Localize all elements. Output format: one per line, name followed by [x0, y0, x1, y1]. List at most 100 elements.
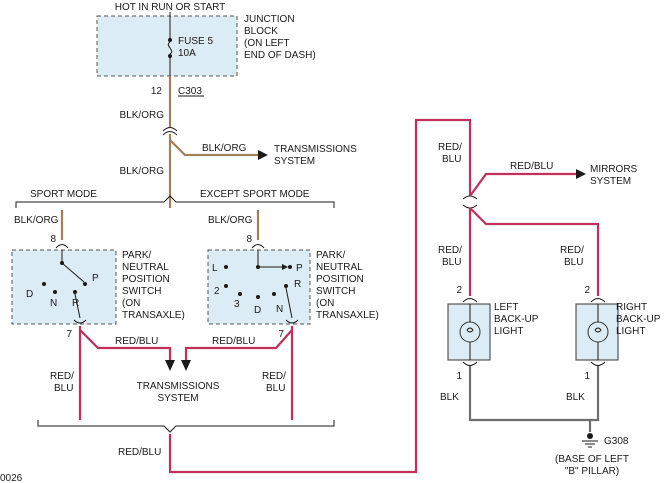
pin-8-left-mark — [55, 244, 69, 249]
pin-1-right-mark — [590, 361, 606, 366]
pin-7-right-mark — [285, 319, 299, 324]
bottom-brace — [37, 420, 335, 433]
hot-in-run-label: HOT IN RUN OR START — [115, 2, 226, 13]
left-backup-label-3: LIGHT — [494, 326, 523, 337]
pin-2-left-mark — [462, 298, 478, 303]
switch-right-contact-d — [256, 295, 260, 299]
red-blu-wire-right-lamp — [469, 207, 600, 296]
blk-org-branch-wire — [169, 139, 258, 157]
right-backup-label-1: RIGHT — [616, 302, 647, 313]
arrow-right-icon-mirrors — [576, 169, 586, 179]
left-backup-label-1: LEFT — [494, 302, 518, 313]
switch-right-arrow-icon — [282, 264, 288, 270]
switch-right-pos-p: P — [296, 263, 303, 274]
pns-left-label-5: (ON — [122, 298, 140, 309]
red-blu-sw-left-label: RED/BLU — [115, 336, 158, 347]
pin-1-left-mark — [462, 361, 478, 366]
switch-right-pos-n: N — [276, 304, 283, 315]
pin-8-right-label: 8 — [246, 234, 252, 245]
connector-c303-label: C303 — [178, 86, 202, 97]
pns-left-label-3: POSITION — [122, 274, 170, 285]
pns-left-label-1: PARK/ — [122, 250, 151, 261]
junction-block — [96, 15, 238, 77]
pin-2-right-label: 2 — [584, 285, 590, 296]
pns-left-label-6: TRANSAXLE) — [122, 310, 185, 321]
junction-block-label-4: END OF DASH) — [244, 50, 316, 61]
pin-8-left-label: 8 — [50, 234, 56, 245]
arrow-right-icon — [258, 150, 268, 160]
pin-7-left-label: 7 — [66, 329, 72, 340]
switch-right-contact-n — [272, 292, 276, 296]
blk-org-branch-label: BLK/ORG — [202, 143, 247, 154]
ground-location-label-2: "B" PILLAR) — [565, 466, 619, 477]
trans-system-top-label-1: TRANSMISSIONS — [274, 144, 357, 155]
pns-right-label-6: TRANSAXLE) — [316, 310, 379, 321]
trans-system-bottom-label-2: SYSTEM — [157, 393, 198, 404]
pin-12-label: 12 — [151, 86, 163, 97]
pns-right-label-2: NEUTRAL — [316, 262, 363, 273]
blk-org-label-1: BLK/ORG — [120, 110, 165, 121]
sport-mode-label: SPORT MODE — [30, 189, 97, 200]
switch-left-pos-r: R — [72, 298, 79, 309]
blk-right-label: BLK — [566, 392, 585, 403]
splice-mark-bottom — [462, 204, 478, 209]
fuse-icon — [167, 41, 173, 55]
red-blu-down-right-label-2: BLU — [266, 383, 285, 394]
red-blu-sw-right-label: RED/BLU — [212, 336, 255, 347]
mirrors-system-label-1: MIRRORS — [590, 164, 638, 175]
fuse-name: FUSE 5 — [178, 36, 213, 47]
switch-right-contact-l — [224, 265, 228, 269]
switch-left-blade — [61, 262, 85, 283]
switch-right-contact-r — [284, 284, 288, 288]
switch-left-contact-p — [83, 282, 87, 286]
blk-wire-right — [590, 366, 600, 422]
ground-terminal — [587, 433, 593, 439]
connector-mark-upper-2 — [162, 131, 178, 136]
junction-block-label-3: (ON LEFT — [244, 38, 290, 49]
ground-location-label-1: (BASE OF LEFT — [555, 454, 629, 465]
switch-right-pos-3: 3 — [234, 299, 240, 310]
junction-block-label-1: JUNCTION — [244, 14, 295, 25]
red-blu-riser-label-1: RED/ — [438, 142, 462, 153]
pns-switch-right — [207, 249, 311, 325]
switch-right-r-lead — [285, 287, 293, 319]
switch-right-contact-p — [288, 265, 292, 269]
pns-right-label-3: POSITION — [316, 274, 364, 285]
red-blu-down-right-label-1: RED/ — [262, 371, 286, 382]
switch-left-pos-d: D — [26, 289, 33, 300]
figure-code: 0026 — [0, 473, 23, 483]
arrow-down-icon-right — [181, 360, 191, 371]
arrow-down-icon-left — [165, 360, 175, 371]
switch-left-pos-n: N — [50, 298, 57, 309]
switch-right-pos-2: 2 — [214, 286, 220, 297]
red-blu-down-left-label-2: BLU — [54, 383, 73, 394]
pin-1-right-label: 1 — [584, 371, 590, 382]
pns-switch-left — [11, 249, 117, 325]
pin-1-left-label: 1 — [456, 371, 462, 382]
red-blu-left-lamp-label-1: RED/ — [438, 245, 462, 256]
connector-mark-upper — [162, 127, 178, 132]
switch-left-r-lead — [74, 293, 81, 319]
switch-right-pos-d: D — [254, 305, 261, 316]
red-blu-right-lamp-label-1: RED/ — [560, 245, 584, 256]
except-sport-mode-label: EXCEPT SPORT MODE — [200, 189, 310, 200]
pns-right-label-1: PARK/ — [316, 250, 345, 261]
fuse-terminal-top — [168, 38, 172, 42]
switch-left-contact-n — [53, 290, 57, 294]
mirrors-system-label-2: SYSTEM — [590, 176, 631, 187]
red-blu-down-left-label-1: RED/ — [50, 371, 74, 382]
switch-right-contact-2 — [224, 284, 228, 288]
pns-left-label-4: SWITCH — [122, 286, 161, 297]
filament-icon-right — [594, 327, 602, 333]
red-blu-wire-right-to-trans — [184, 329, 293, 360]
filament-icon-left — [466, 327, 474, 333]
switch-right-pos-r: R — [294, 279, 301, 290]
pin-8-right-mark — [251, 244, 265, 249]
blk-left-label: BLK — [440, 392, 459, 403]
pin-7-left-mark — [73, 319, 87, 324]
switch-left-contact-d — [42, 282, 46, 286]
pns-right-label-4: SWITCH — [316, 286, 355, 297]
pns-right-label-5: (ON — [316, 298, 334, 309]
